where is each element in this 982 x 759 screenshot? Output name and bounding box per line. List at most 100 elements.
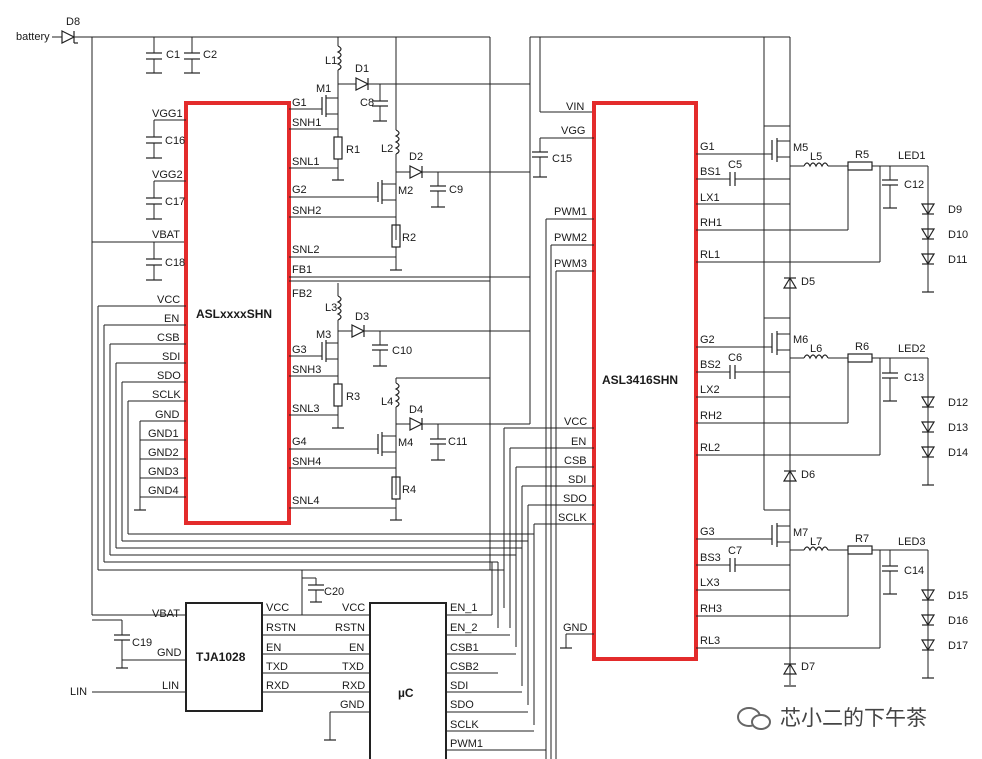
left-chip-pin-en: EN: [164, 313, 179, 325]
mcu-pin-sdo: SDO: [450, 699, 474, 711]
mcu-pin-csb1: CSB1: [450, 642, 479, 654]
label-c16: C16: [165, 135, 185, 147]
label-c15: C15: [552, 153, 572, 165]
label-l1: L1: [325, 55, 337, 67]
left-chip-pin-sclk: SCLK: [152, 389, 181, 401]
label-l4: L4: [381, 396, 393, 408]
label-d14: D14: [948, 447, 968, 459]
label-d7: D7: [801, 661, 815, 673]
label-d4: D4: [409, 404, 423, 416]
transceiver-pin-vbat: VBAT: [152, 608, 180, 620]
transceiver-pin-lin: LIN: [162, 680, 179, 692]
transceiver-pin-rstn: RSTN: [266, 622, 296, 634]
label-r6: R6: [855, 341, 869, 353]
transceiver-pin-en: EN: [266, 642, 281, 654]
channel-3: [696, 509, 936, 687]
label-d1: D1: [355, 63, 369, 75]
label-c1: C1: [166, 49, 180, 61]
label-m1: M1: [316, 83, 331, 95]
mcu-pin-vcc: VCC: [342, 602, 365, 614]
label-c10: C10: [392, 345, 412, 357]
inductor-l1: [336, 45, 342, 71]
label-m2: M2: [398, 185, 413, 197]
mosfet-m3-symbol: [289, 340, 339, 378]
transceiver-pin-txd: TXD: [266, 661, 288, 673]
mcu-pin-en: EN: [349, 642, 364, 654]
channel-2: [696, 317, 936, 486]
resistor-r1: [333, 136, 343, 160]
inductor-l3: [336, 295, 342, 321]
left-chip-pin-snh3: SNH3: [292, 364, 321, 376]
left-chip-pin-snl4: SNL4: [292, 495, 320, 507]
label-c19: C19: [132, 637, 152, 649]
label-m6: M6: [793, 334, 808, 346]
label-led3: LED3: [898, 536, 926, 548]
mcu-pin-pwm1: PWM1: [450, 738, 483, 750]
label-c5: C5: [728, 159, 742, 171]
right-chip-pin-lx2: LX2: [700, 384, 720, 396]
watermark-text: 芯小二的下午茶: [780, 706, 927, 730]
label-c14: C14: [904, 565, 924, 577]
right-chip-pin-sdo: SDO: [563, 493, 587, 505]
label-m5: M5: [793, 142, 808, 154]
label-c17: C17: [165, 196, 185, 208]
right-chip-pin-rl3: RL3: [700, 635, 720, 647]
label-d10: D10: [948, 229, 968, 241]
label-d16: D16: [948, 615, 968, 627]
label-d12: D12: [948, 397, 968, 409]
right-chip-pin-rh2: RH2: [700, 410, 722, 422]
transceiver-pin-gnd: GND: [157, 647, 182, 659]
label-c12: C12: [904, 179, 924, 191]
diode-d2-symbol: [409, 165, 424, 179]
label-r1: R1: [346, 144, 360, 156]
label-c8: C8: [360, 97, 374, 109]
lin-net-label: LIN: [70, 686, 87, 698]
left-chip-pin-sdo: SDO: [157, 370, 181, 382]
left-chip-pin-vgg1: VGG1: [152, 108, 183, 120]
right-chip-pin-rh3: RH3: [700, 603, 722, 615]
label-d11: D11: [948, 254, 967, 266]
right-chip-pin-pwm1: PWM1: [554, 206, 587, 218]
left-chip-pin-snl2: SNL2: [292, 244, 320, 256]
right-chip-pin-g2: G2: [700, 334, 715, 346]
left-chip-pin-fb1: FB1: [292, 264, 312, 276]
label-d3: D3: [355, 311, 369, 323]
left-chip-pin-vbat: VBAT: [152, 229, 180, 241]
diode-d4-symbol: [409, 417, 424, 431]
label-r5: R5: [855, 149, 869, 161]
resistor-r3: [333, 383, 343, 407]
right-chip-pin-lx3: LX3: [700, 577, 720, 589]
right-chip-pin-sdi: SDI: [568, 474, 586, 486]
right-chip-pin-pwm3: PWM3: [554, 258, 587, 270]
label-d13: D13: [948, 422, 968, 434]
label-c7: C7: [728, 545, 742, 557]
left-chip-pin-g2: G2: [292, 184, 307, 196]
label-d5: D5: [801, 276, 815, 288]
label-l7: L7: [810, 536, 822, 548]
channel-1: [696, 125, 936, 293]
right-chip-pin-gnd: GND: [563, 622, 588, 634]
label-l6: L6: [810, 343, 822, 355]
left-chip-pin-vcc: VCC: [157, 294, 180, 306]
mcu-name: µC: [398, 686, 414, 700]
wechat-icon: [737, 707, 771, 730]
left-chip-pin-fb2: FB2: [292, 288, 312, 300]
transceiver-pin-vcc: VCC: [266, 602, 289, 614]
label-d9: D9: [948, 204, 962, 216]
mcu-pin-txd: TXD: [342, 661, 364, 673]
mcu-outline: [369, 602, 447, 759]
label-m3: M3: [316, 329, 331, 341]
label-c6: C6: [728, 352, 742, 364]
left-chip-pin-gnd4: GND4: [148, 485, 179, 497]
left-chip-pin-snl3: SNL3: [292, 403, 320, 415]
left-chip-pin-vgg2: VGG2: [152, 169, 183, 181]
diode-d3-symbol: [351, 324, 366, 338]
label-c2: C2: [203, 49, 217, 61]
capacitor-c16: [146, 120, 162, 159]
left-chip-outline: [184, 101, 291, 525]
label-r7: R7: [855, 533, 869, 545]
label-c9: C9: [449, 184, 463, 196]
transceiver-outline: [185, 602, 263, 712]
right-chip-pin-vgg: VGG: [561, 125, 585, 137]
